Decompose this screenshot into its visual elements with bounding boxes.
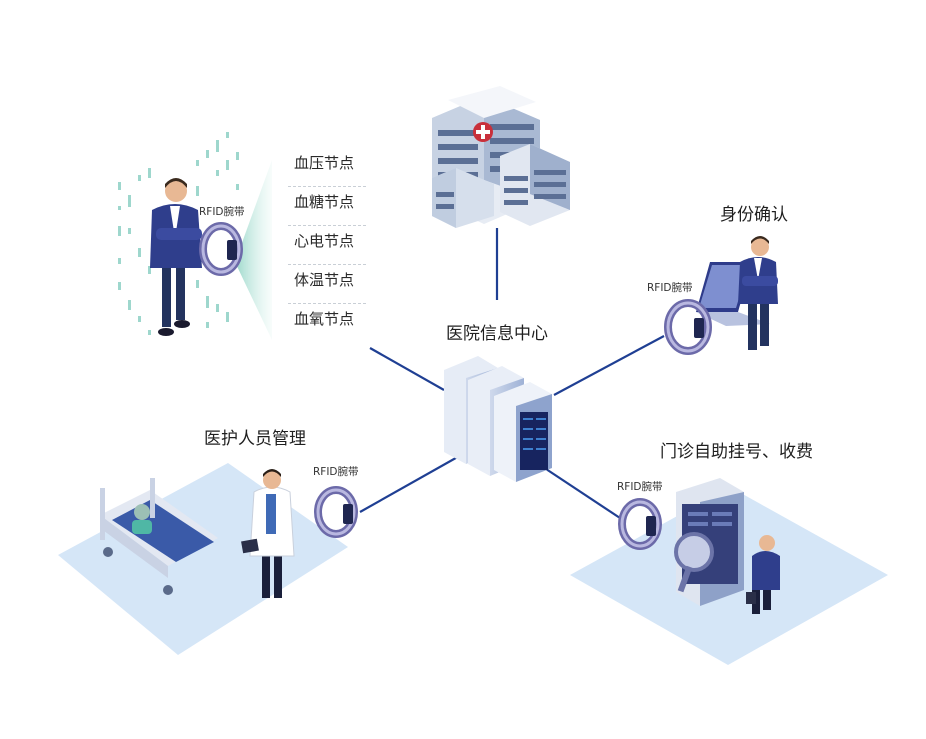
wristband-clinic [618,498,662,550]
sensor-node-oxygen: 血氧节点 [294,310,355,328]
patient-figure-left [150,178,202,336]
sensor-node-temperature: 体温节点 [288,265,366,304]
server-racks [444,356,552,482]
line-center-to-identity [553,335,665,396]
wristband-left [199,222,243,276]
ward-scene [100,469,295,598]
identity-label: 身份确认 [720,205,788,225]
scan-beam [235,160,272,340]
magnifier-icon [674,532,714,572]
center-label: 医院信息中心 [446,324,548,344]
sensor-node-glucose: 血糖节点 [288,187,366,226]
data-scan-area [118,132,239,335]
rfid-label-clinic: RFID腕带 [617,481,663,493]
rfid-label-left: RFID腕带 [199,206,245,218]
sensor-node-ecg: 心电节点 [288,226,366,265]
staff-label: 医护人员管理 [204,429,306,449]
connector-lines [359,228,665,521]
rfid-label-identity: RFID腕带 [647,282,693,294]
identity-scene [696,236,778,350]
wristband-staff [314,486,358,538]
line-center-to-clinic [539,464,624,521]
line-center-to-sensors [369,347,445,391]
rfid-label-staff: RFID腕带 [313,466,359,478]
clinic-scene [674,478,780,614]
clinic-label: 门诊自助挂号、收费 [660,442,813,462]
wristband-identity [664,299,712,355]
line-center-to-staff [359,449,471,513]
hospital-building [432,86,570,228]
sensor-node-bp: 血压节点 [288,148,366,187]
sensor-node-list: 血压节点 血糖节点 心电节点 体温节点 血氧节点 [288,148,366,343]
